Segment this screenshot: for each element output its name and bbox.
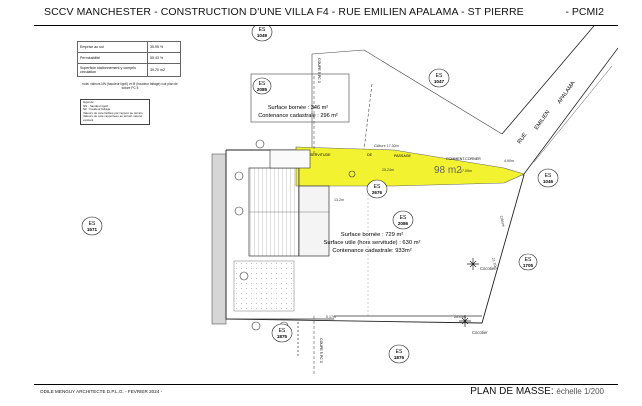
- left-wall: [211, 153, 227, 325]
- footer-plan-title: PLAN DE MASSE: échelle 1/200: [470, 386, 604, 397]
- svg-text:ES: ES: [374, 184, 381, 190]
- top-area-box: Surface bornée : 346 m² Contenance cadas…: [250, 73, 350, 123]
- bottom-access: [226, 315, 482, 358]
- sheet-code: - PCMI2: [565, 6, 604, 18]
- section-markers: COUPE 5 PC 3 COUPE 5 PC 3: [313, 58, 323, 376]
- sheet-title: SCCV MANCHESTER - CONSTRUCTION D'UNE VIL…: [44, 6, 524, 18]
- palm-tree-icon: [459, 258, 479, 327]
- legend-box: légende NN : haudeur ligo0 NF : haudeur …: [80, 99, 150, 125]
- stats-table: Emprise au sol 35.95 % Perméabilité 55.4…: [77, 41, 181, 77]
- legend-line: NF : haudeur faitage: [83, 107, 111, 112]
- svg-text:Clôture 17.30m: Clôture 17.30m: [374, 144, 399, 148]
- parcel-tag-es1571: ES 1571: [81, 216, 103, 236]
- plan-title: PLAN DE MASSE:: [470, 386, 554, 397]
- svg-text:ES: ES: [396, 349, 403, 355]
- parcel-tag-es1049: ES 1049: [251, 26, 273, 42]
- svg-text:ES: ES: [279, 328, 286, 334]
- parcel-tag-es2676: ES 2676: [366, 179, 388, 199]
- parcel-tag-es2086: ES 2086: [392, 210, 414, 230]
- legend-line: NN : haudeur ligo0: [83, 103, 109, 108]
- svg-text:Contenance cadastrale: 933m²: Contenance cadastrale: 933m²: [332, 248, 411, 254]
- servitude-labels: SERVITUDE DE PASSAGE COMMENT.CORNER 98 m…: [310, 153, 481, 176]
- parcel-tag-es1705: ES 1705: [518, 253, 538, 271]
- svg-text:DE: DE: [367, 153, 373, 157]
- svg-text:98 m2: 98 m2: [434, 165, 462, 176]
- plan-scale: échelle 1/200: [556, 387, 604, 396]
- table-row: Superficie stationnement y compris circu…: [77, 63, 181, 77]
- svg-text:Surface bornée : 346 m²: Surface bornée : 346 m²: [268, 105, 328, 111]
- main-area-text: Surface bornée : 729 m² Surface utile (h…: [324, 232, 421, 254]
- title-bar: SCCV MANCHESTER - CONSTRUCTION D'UNE VIL…: [34, 0, 618, 24]
- dimension-labels: Clôture 17.30m Clôture 21.10m 25.03m 0.1…: [326, 144, 514, 335]
- svg-text:COUPE 5 PC 3: COUPE 5 PC 3: [319, 338, 323, 363]
- svg-text:ES: ES: [436, 73, 443, 79]
- legend-line: légende: [83, 100, 94, 104]
- parcel-tag-es1046: ES 1046: [537, 168, 559, 188]
- stats-label: Superficie stationnement y compris circu…: [77, 63, 148, 77]
- parcel-tag-es2085: ES 2085: [252, 77, 272, 95]
- svg-text:1705: 1705: [523, 263, 534, 268]
- svg-text:17.05m: 17.05m: [460, 169, 472, 173]
- svg-text:1875: 1875: [277, 334, 288, 339]
- parcel-tag-es1876: ES 1876: [388, 344, 410, 364]
- svg-text:1049: 1049: [257, 33, 268, 38]
- svg-text:13.2m: 13.2m: [334, 198, 344, 202]
- stats-value: 39.70 m2: [147, 63, 181, 77]
- parcel-tag-es1875: ES 1875: [271, 323, 293, 343]
- svg-text:ES: ES: [89, 221, 96, 227]
- svg-text:ES: ES: [400, 215, 407, 221]
- svg-text:25.24m: 25.24m: [382, 168, 394, 172]
- svg-text:APALAMA: APALAMA: [557, 80, 577, 105]
- svg-text:1571: 1571: [87, 227, 98, 232]
- svg-text:1047: 1047: [434, 79, 445, 84]
- svg-text:Cocotier: Cocotier: [472, 330, 488, 335]
- bottom-rule: [34, 384, 618, 385]
- svg-text:PASSAGE: PASSAGE: [394, 154, 412, 158]
- svg-text:2676: 2676: [372, 190, 383, 195]
- site-plan: ES 1049 ES 2085 ES 1047 ES 1571 ES 2: [81, 26, 618, 376]
- svg-text:0.17m: 0.17m: [326, 315, 336, 319]
- svg-text:Contenance cadastrale : 296 m²: Contenance cadastrale : 296 m²: [258, 113, 338, 119]
- parcel-tags: ES 1049 ES 2085 ES 1047 ES 1571 ES 2: [81, 26, 559, 364]
- svg-text:2086: 2086: [398, 221, 409, 226]
- svg-text:SERVITUDE: SERVITUDE: [310, 153, 331, 157]
- stats-note: nota: valeurs NN (haudeur ligo0) et M (h…: [82, 82, 178, 90]
- road-edges: [501, 26, 618, 175]
- svg-text:COUPE 5 PC 3: COUPE 5 PC 3: [317, 58, 321, 83]
- svg-text:Cocotier: Cocotier: [480, 266, 496, 271]
- svg-text:ES: ES: [259, 81, 266, 87]
- villa-footprint: [233, 149, 330, 312]
- svg-text:ES: ES: [525, 257, 532, 263]
- svg-text:ES: ES: [545, 173, 552, 179]
- svg-text:21.10m: 21.10m: [491, 257, 498, 270]
- svg-text:2085: 2085: [257, 87, 268, 92]
- svg-text:1876: 1876: [394, 355, 405, 360]
- top-parcel-lines: [311, 49, 503, 151]
- parcel-tag-es1047: ES 1047: [428, 68, 450, 88]
- svg-text:25.03m: 25.03m: [454, 315, 466, 319]
- svg-text:Surface bornée : 729 m²: Surface bornée : 729 m²: [341, 232, 404, 238]
- svg-text:COMMENT.CORNER: COMMENT.CORNER: [446, 157, 481, 161]
- legend-line: Valeurs de cote lisibles par rapport au …: [83, 110, 144, 122]
- svg-text:Clôture: Clôture: [499, 215, 506, 227]
- road-label: RUE EMILIEN APALAMA: [517, 80, 577, 145]
- top-rule: [34, 25, 618, 26]
- footer-architect: ODILE MENGUY ARCHITECTE D.P.L.G. - FEVRI…: [40, 389, 163, 394]
- drawing-sheet: SCCV MANCHESTER - CONSTRUCTION D'UNE VIL…: [34, 0, 618, 406]
- svg-text:ES: ES: [259, 27, 266, 33]
- svg-text:4.90m: 4.90m: [504, 159, 514, 163]
- svg-text:EMILIEN: EMILIEN: [534, 109, 552, 131]
- svg-text:Surface utile (hors servitude): Surface utile (hors servitude) : 630 m²: [324, 240, 421, 246]
- svg-text:RUE: RUE: [517, 132, 529, 145]
- svg-text:1046: 1046: [543, 179, 554, 184]
